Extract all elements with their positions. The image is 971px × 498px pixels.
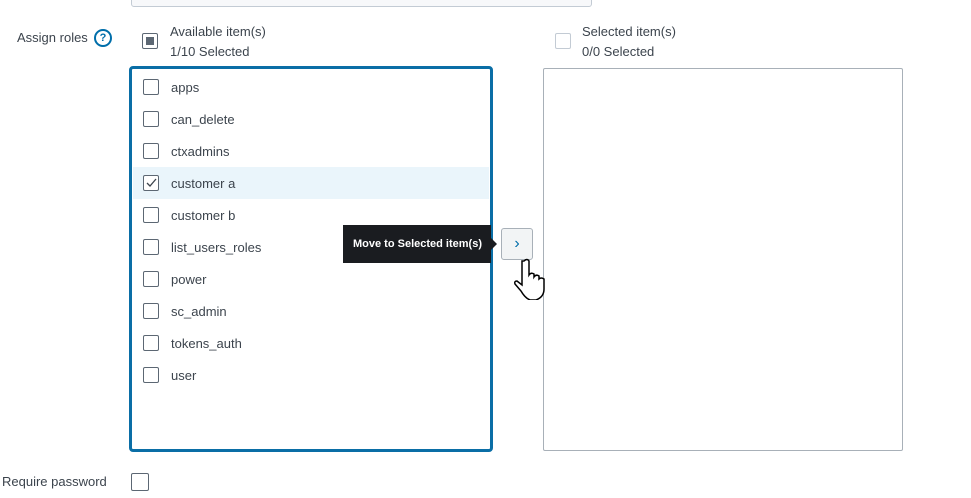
select-all-available-checkbox[interactable] [142, 33, 158, 49]
list-item[interactable]: customer b [133, 199, 489, 231]
item-checkbox[interactable] [143, 207, 159, 223]
list-item[interactable]: power [133, 263, 489, 295]
item-label: apps [171, 80, 200, 95]
item-label: can_delete [171, 112, 235, 127]
item-checkbox[interactable] [143, 239, 159, 255]
item-checkbox[interactable] [143, 111, 159, 127]
tooltip: Move to Selected item(s) [343, 225, 497, 263]
item-label: tokens_auth [171, 336, 242, 351]
item-checkbox[interactable] [143, 271, 159, 287]
select-all-selected-checkbox[interactable] [555, 33, 571, 49]
selected-title: Selected item(s) [582, 24, 676, 39]
chevron-right-icon: › [514, 235, 520, 252]
list-item[interactable]: customer a [133, 167, 489, 199]
selected-list[interactable] [543, 68, 903, 451]
item-label: power [171, 272, 207, 287]
available-title: Available item(s) [170, 24, 266, 39]
assign-roles-label: Assign roles [17, 30, 88, 45]
available-list[interactable]: apps can_delete ctxadmins customer a custome… [129, 66, 493, 452]
item-label: customer a [171, 176, 236, 191]
list-item[interactable]: tokens_auth [133, 327, 489, 359]
list-item[interactable]: sc_admin [133, 295, 489, 327]
item-label: sc_admin [171, 304, 227, 319]
available-count: 1/10 Selected [170, 44, 250, 59]
selected-count: 0/0 Selected [582, 44, 655, 59]
list-item[interactable]: apps [133, 71, 489, 103]
require-password-checkbox[interactable] [131, 473, 149, 491]
item-checkbox[interactable] [143, 143, 159, 159]
item-label: list_users_roles [171, 240, 262, 255]
item-checkbox[interactable] [143, 175, 159, 191]
require-password-label: Require password [2, 474, 107, 489]
check-icon [146, 178, 157, 187]
item-checkbox[interactable] [143, 367, 159, 383]
item-checkbox[interactable] [143, 335, 159, 351]
list-item[interactable]: ctxadmins [133, 135, 489, 167]
item-label: customer b [171, 208, 236, 223]
item-checkbox[interactable] [143, 79, 159, 95]
hand-cursor-icon [514, 258, 545, 300]
help-icon[interactable]: ? [94, 29, 112, 47]
list-item[interactable]: user [133, 359, 489, 391]
previous-field-input[interactable] [131, 0, 592, 7]
list-item[interactable]: list_users_roles [133, 231, 489, 263]
item-label: ctxadmins [171, 144, 230, 159]
list-item[interactable]: can_delete [133, 103, 489, 135]
item-label: user [171, 368, 197, 383]
move-to-selected-button[interactable]: › [501, 228, 533, 260]
item-checkbox[interactable] [143, 303, 159, 319]
